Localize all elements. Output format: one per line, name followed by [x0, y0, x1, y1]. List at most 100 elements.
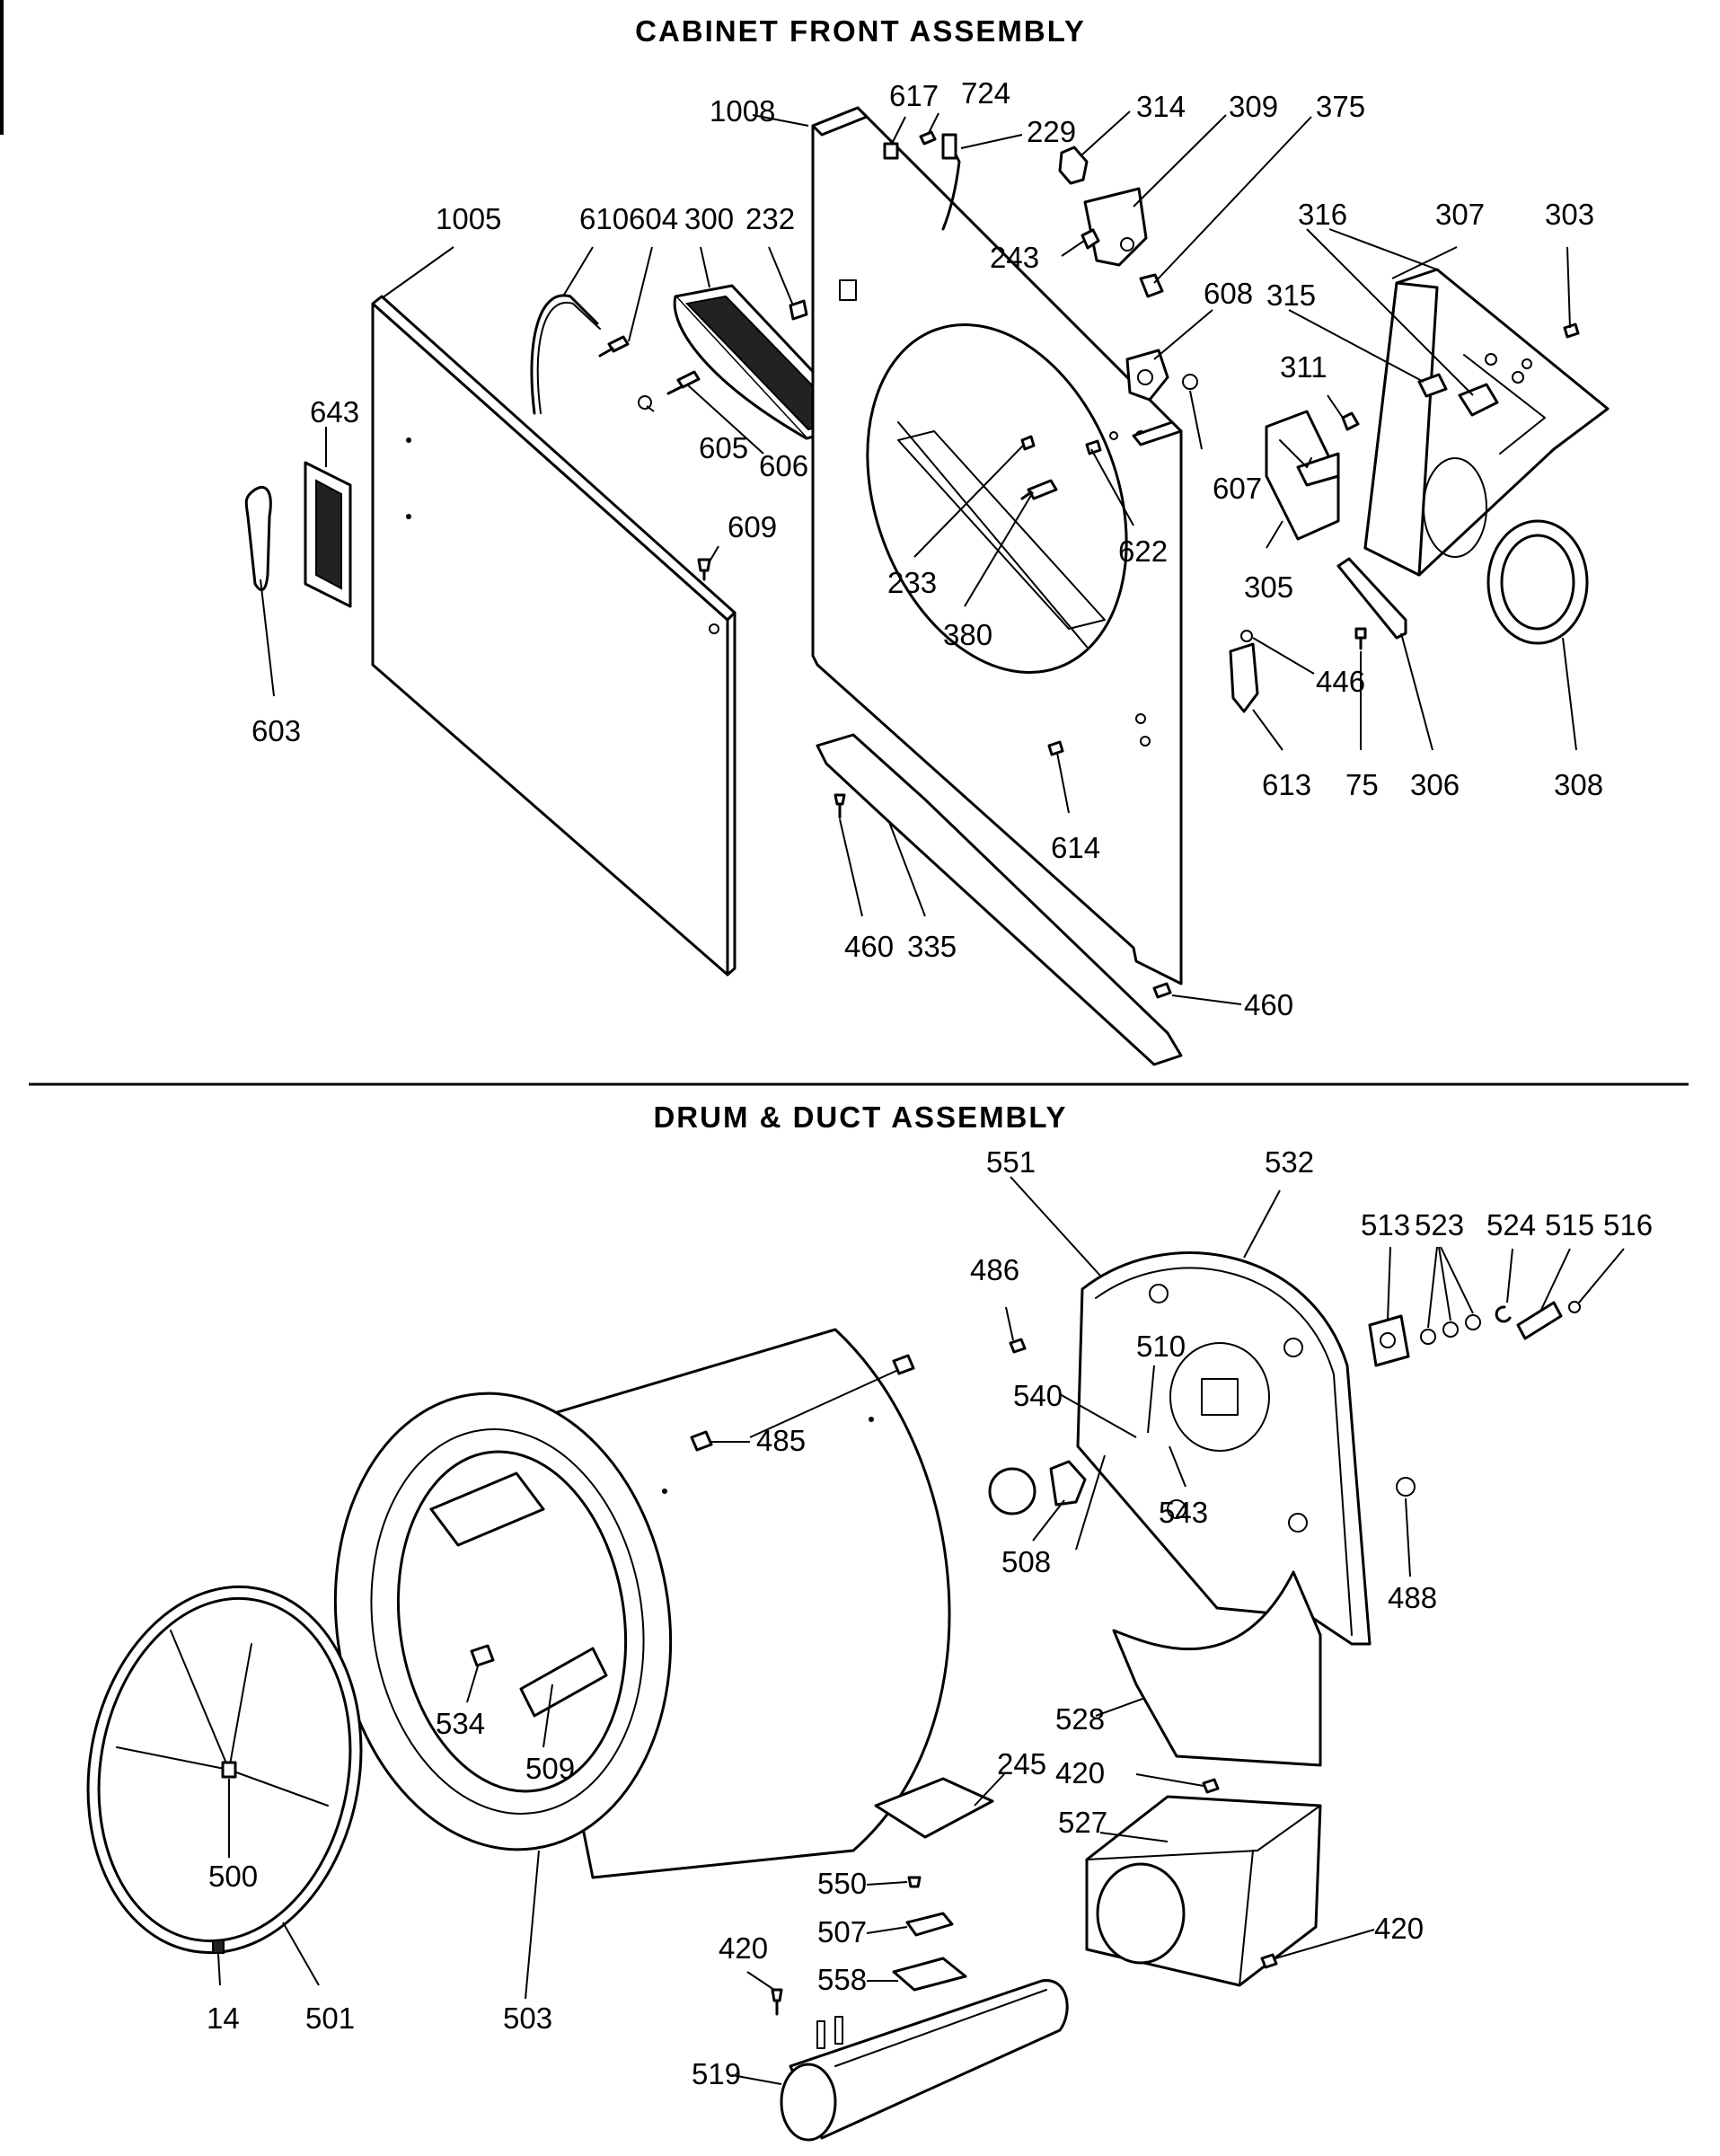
- label-1005: 1005: [436, 202, 501, 235]
- part-1005-door-panel: [371, 302, 729, 976]
- label-551: 551: [986, 1145, 1036, 1179]
- label-303: 303: [1545, 198, 1594, 231]
- label-543: 543: [1159, 1496, 1208, 1529]
- part-613-hinge: [1229, 642, 1259, 713]
- part-607-washer: [1182, 374, 1198, 390]
- label-460-right: 460: [1244, 988, 1293, 1021]
- label-485: 485: [756, 1424, 806, 1457]
- label-609: 609: [728, 510, 777, 543]
- label-375: 375: [1316, 90, 1365, 123]
- part-605-washer: [638, 395, 652, 410]
- label-513: 513: [1361, 1208, 1410, 1241]
- part-507-thermostat: [905, 1912, 954, 1937]
- label-335: 335: [907, 930, 957, 963]
- part-75-screw: [1354, 627, 1367, 640]
- part-485-screw-a: [690, 1430, 713, 1452]
- part-232-clip: [789, 299, 808, 321]
- part-523-washer-b: [1442, 1321, 1459, 1338]
- part-524-clip: [1495, 1305, 1512, 1323]
- label-532: 532: [1265, 1145, 1314, 1179]
- part-488-washer: [1396, 1477, 1416, 1497]
- label-500: 500: [208, 1860, 258, 1893]
- part-420-screw-a: [1202, 1778, 1220, 1794]
- label-622: 622: [1118, 535, 1168, 568]
- part-513-bearing: [1368, 1314, 1410, 1367]
- part-446-washer: [1240, 630, 1253, 642]
- label-75: 75: [1345, 768, 1379, 801]
- part-380-pin: [1027, 479, 1058, 500]
- label-229: 229: [1027, 115, 1076, 148]
- label-606: 606: [759, 449, 808, 482]
- label-446: 446: [1316, 665, 1365, 698]
- label-420-c: 420: [719, 1931, 768, 1965]
- part-515-spring: [1516, 1301, 1563, 1340]
- part-420-screw-b: [1260, 1953, 1278, 1969]
- cabinet-leader-lines: [260, 110, 1577, 1005]
- label-307: 307: [1435, 198, 1485, 231]
- part-609-screw: [697, 558, 711, 572]
- part-309-switch: [1083, 187, 1148, 267]
- part-314-switch: [1058, 146, 1089, 185]
- part-603-handle: [244, 486, 272, 591]
- label-503: 503: [503, 2001, 552, 2035]
- label-515: 515: [1545, 1208, 1594, 1241]
- part-1008-front-panel: [811, 106, 1183, 985]
- label-300: 300: [684, 202, 734, 235]
- label-605: 605: [699, 431, 748, 464]
- part-486-screw: [1009, 1338, 1027, 1354]
- label-233: 233: [887, 566, 937, 599]
- part-306-bracket: [1336, 557, 1407, 640]
- label-524: 524: [1486, 1208, 1536, 1241]
- part-558-bracket: [892, 1957, 967, 1992]
- label-306: 306: [1410, 768, 1460, 801]
- part-532-bulkhead: [1076, 1251, 1372, 1646]
- part-617-clip: [883, 142, 899, 160]
- label-501: 501: [305, 2001, 355, 2035]
- label-509: 509: [525, 1752, 575, 1785]
- label-643: 643: [310, 395, 359, 429]
- label-420-a: 420: [1055, 1756, 1105, 1789]
- label-311: 311: [1280, 350, 1327, 384]
- label-614: 614: [1051, 831, 1100, 864]
- label-420-b: 420: [1374, 1912, 1424, 1945]
- part-233-screw: [1020, 435, 1036, 451]
- label-14: 14: [207, 2001, 240, 2035]
- label-232: 232: [745, 202, 795, 235]
- part-508-plate: [988, 1467, 1036, 1515]
- label-507: 507: [817, 1915, 867, 1948]
- label-613: 613: [1262, 768, 1311, 801]
- part-245-plate: [874, 1777, 994, 1839]
- label-534: 534: [436, 1707, 485, 1740]
- drum-leader-lines: [217, 1176, 1625, 2085]
- label-245: 245: [997, 1747, 1046, 1780]
- label-510: 510: [1136, 1330, 1186, 1363]
- part-508-hub: [1049, 1460, 1087, 1507]
- label-724: 724: [961, 76, 1010, 110]
- label-528: 528: [1055, 1702, 1105, 1736]
- part-485-screw-b: [892, 1354, 915, 1375]
- label-523: 523: [1415, 1208, 1464, 1241]
- section-title-drum-duct: DRUM & DUCT ASSEMBLY: [653, 1100, 1067, 1134]
- drum-duct-drawing: [86, 1251, 1581, 2142]
- part-311-clip: [1341, 411, 1360, 431]
- label-308: 308: [1554, 768, 1603, 801]
- part-335-strip: [816, 733, 1183, 1066]
- label-309: 309: [1229, 90, 1278, 123]
- part-305-box: [1265, 410, 1340, 541]
- label-519: 519: [692, 2057, 741, 2090]
- part-14-clip: [212, 1940, 225, 1954]
- label-315: 315: [1266, 278, 1316, 312]
- part-420-screw-c: [771, 1988, 783, 2002]
- part-610-harness: [530, 294, 599, 415]
- label-550: 550: [817, 1867, 867, 1900]
- label-604: 604: [629, 202, 678, 235]
- part-308-ring: [1486, 519, 1589, 645]
- label-243: 243: [990, 241, 1039, 274]
- part-527-housing: [1085, 1795, 1322, 1987]
- part-315-thermostat: [1417, 373, 1448, 398]
- label-516: 516: [1603, 1208, 1653, 1241]
- label-608: 608: [1204, 277, 1253, 310]
- part-606-screw: [676, 370, 701, 389]
- label-540: 540: [1013, 1379, 1063, 1412]
- part-550-screw: [907, 1876, 922, 1888]
